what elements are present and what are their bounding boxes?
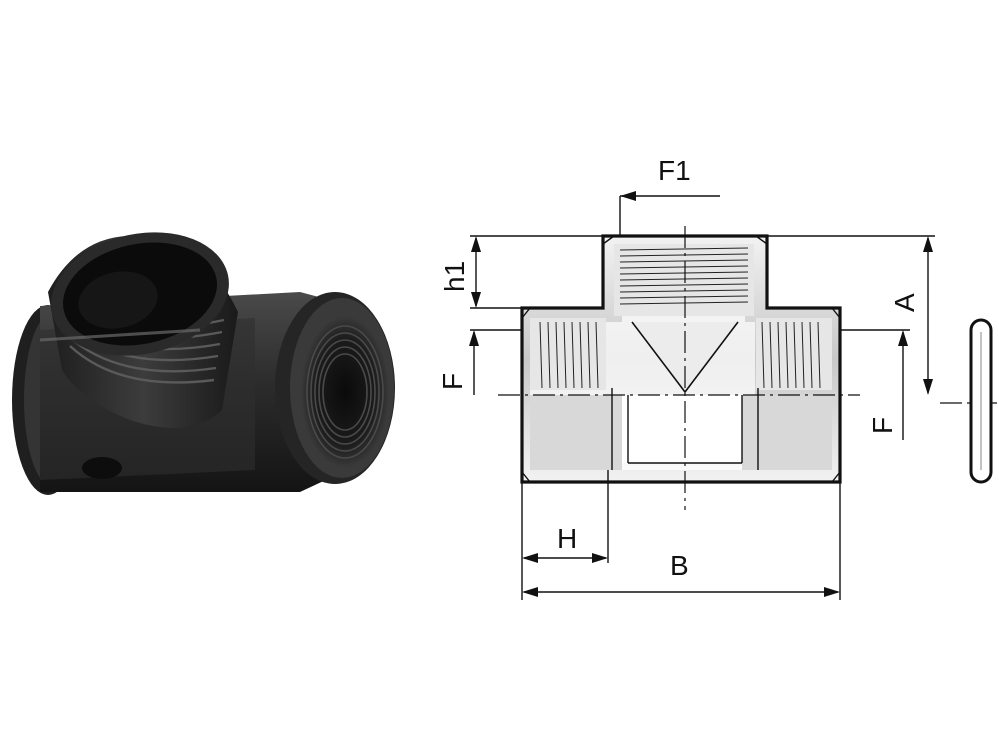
tee-fitting-photo (12, 232, 395, 495)
label-F-left: F (437, 373, 468, 390)
right-socket-bore (301, 316, 389, 468)
body-hole (82, 457, 122, 479)
female-thread (306, 325, 384, 459)
drill-point (631, 321, 739, 394)
dimension-lines (469, 191, 935, 600)
top-thread (619, 247, 749, 305)
o-ring-seal (969, 318, 993, 484)
label-h1: h1 (439, 261, 470, 292)
right-thread (761, 321, 821, 389)
label-H: H (557, 523, 577, 554)
label-F-right: F (867, 417, 898, 434)
left-thread (539, 321, 599, 389)
label-A: A (889, 293, 920, 312)
label-F1: F1 (658, 155, 691, 186)
dimension-labels: F1 h1 A F F H B (437, 155, 920, 581)
label-B: B (670, 550, 689, 581)
tee-cross-section (520, 234, 842, 484)
